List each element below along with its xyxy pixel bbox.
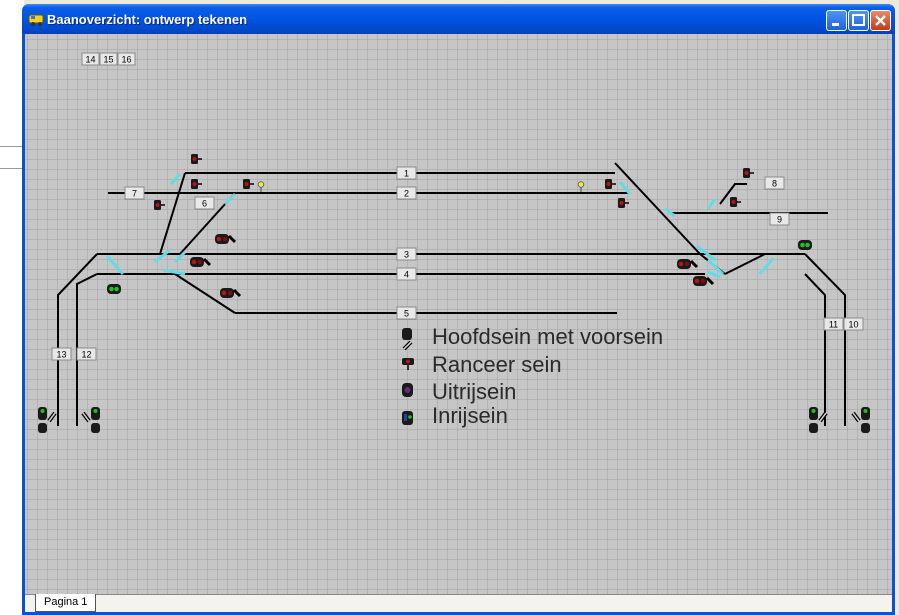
track-label-6[interactable]: 6 (194, 196, 215, 210)
top-labels: 14 15 16 (81, 52, 136, 66)
maximize-button[interactable] (848, 10, 869, 31)
legend-label: Inrijsein (432, 403, 508, 428)
track-label-text: 1 (404, 169, 409, 179)
signals (38, 154, 870, 433)
track-label-10[interactable]: 10 (843, 317, 864, 331)
shunting-signal-icon[interactable] (730, 197, 741, 207)
main-signal-with-distant-icon[interactable] (809, 407, 828, 433)
diag-left-1 (159, 172, 186, 255)
track-label-3[interactable]: 3 (396, 247, 417, 261)
diag-right-2 (724, 253, 766, 275)
track-label-text: 2 (404, 189, 409, 199)
track-label-text: 13 (56, 350, 66, 360)
shunting-signal-icon[interactable] (743, 168, 754, 178)
top-label-15: 15 (99, 52, 118, 66)
legend-item: Uitrijsein (402, 379, 516, 404)
shunting-signal-icon[interactable] (618, 198, 629, 208)
diag-left-3 (174, 273, 236, 314)
train-app-icon (28, 14, 44, 26)
minimize-button[interactable] (826, 10, 847, 31)
legend-label: Hoofdsein met voorsein (432, 324, 663, 349)
tab-pagina-1[interactable]: Pagina 1 (35, 594, 97, 612)
entry-signal-icon[interactable] (798, 240, 812, 250)
legend-label: Ranceer sein (432, 352, 562, 377)
track-label-text: 10 (848, 320, 858, 330)
title-bar[interactable]: Baanoverzicht: ontwerp tekenen (22, 4, 895, 34)
background-window-edge (0, 0, 24, 615)
close-button[interactable] (870, 10, 891, 31)
legend-item: Hoofdsein met voorsein (402, 324, 663, 351)
legend-item: Ranceer sein (402, 352, 562, 377)
main-signal-with-distant-icon (402, 328, 413, 351)
top-label-14: 14 (81, 52, 100, 66)
shunting-signal-icon[interactable] (191, 179, 202, 189)
shunting-signal-icon (402, 358, 414, 370)
exit-signal-icon[interactable] (220, 288, 242, 298)
track-label-12[interactable]: 12 (76, 347, 97, 361)
track-label-text: 5 (404, 309, 409, 319)
exit-signal-icon[interactable] (215, 234, 237, 244)
close-icon (875, 15, 886, 26)
main-signal-with-distant-icon[interactable] (81, 407, 100, 433)
track-label-text: 9 (777, 215, 782, 225)
track-13 (57, 253, 98, 426)
top-label-text: 16 (121, 55, 131, 65)
entry-signal-icon[interactable] (107, 284, 121, 294)
app-window: Baanoverzicht: ontwerp tekenen (22, 4, 895, 615)
track-label-5[interactable]: 5 (396, 306, 417, 320)
track-layout (57, 162, 846, 426)
exit-signal-icon[interactable] (190, 257, 212, 267)
switch-highlights (105, 172, 775, 279)
shunting-signal-icon[interactable] (154, 200, 165, 210)
top-label-text: 14 (85, 55, 95, 65)
track-label-7[interactable]: 7 (124, 186, 145, 200)
point-marker-icon[interactable] (257, 181, 265, 192)
track-label-11[interactable]: 11 (823, 317, 844, 331)
exit-signal-icon[interactable] (677, 259, 699, 269)
shunting-signal-icon[interactable] (191, 154, 202, 164)
minimize-icon (832, 23, 839, 26)
window-title: Baanoverzicht: ontwerp tekenen (47, 12, 248, 27)
legend-label: Uitrijsein (432, 379, 516, 404)
track-label-9[interactable]: 9 (769, 212, 790, 226)
page-tab-bar: Pagina 1 (25, 594, 892, 612)
track-label-13[interactable]: 13 (51, 347, 72, 361)
track-label-text: 12 (81, 350, 91, 360)
track-label-text: 3 (404, 250, 409, 260)
track-label-text: 6 (202, 199, 207, 209)
main-signal-with-distant-icon[interactable] (38, 407, 57, 433)
track-8 (719, 183, 747, 205)
track-label-4[interactable]: 4 (396, 267, 417, 281)
top-label-text: 15 (103, 55, 113, 65)
entry-signal-icon (402, 411, 413, 425)
exit-signal-icon (402, 383, 413, 397)
track-label-1[interactable]: 1 (396, 166, 417, 180)
track-label-text: 8 (772, 179, 777, 189)
track-11 (804, 273, 826, 426)
shunting-signal-icon[interactable] (605, 179, 616, 189)
track-label-text: 11 (829, 320, 838, 330)
legend-item: Inrijsein (402, 403, 508, 428)
track-12 (76, 273, 98, 426)
exit-signal-icon[interactable] (693, 276, 715, 286)
track-label-8[interactable]: 8 (764, 176, 785, 190)
shunting-signal-icon[interactable] (243, 179, 254, 189)
track-label-text: 7 (132, 189, 137, 199)
track-10 (804, 253, 846, 426)
top-label-16: 16 (117, 52, 136, 66)
main-signal-with-distant-icon[interactable] (851, 407, 870, 433)
track-label-text: 4 (404, 270, 409, 280)
maximize-icon (852, 14, 865, 26)
track-label-2[interactable]: 2 (396, 186, 417, 200)
point-marker-icon[interactable] (577, 181, 585, 192)
